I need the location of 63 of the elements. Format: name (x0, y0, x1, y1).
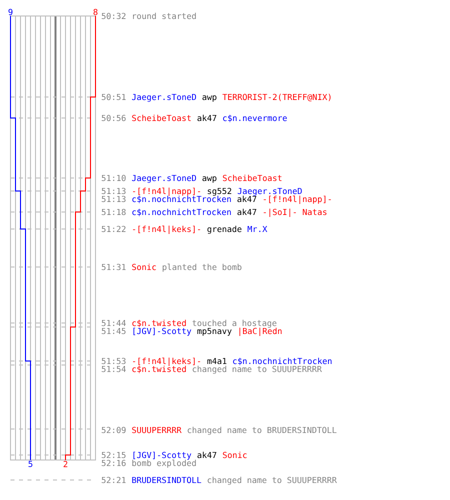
player-name: -[f!n4l|napp]- (133, 188, 200, 196)
player-name: c$n.twisted (132, 366, 186, 374)
player-name: [JGV]-Scotty (133, 328, 192, 336)
player-name: -[f!n4l|keks]- (133, 358, 200, 366)
player-name: |BaC|Redn (239, 328, 282, 336)
player-name: Sonic (132, 264, 156, 270)
player-name: TERRORIST-2(TREFF@NIX) (222, 94, 331, 102)
player-name: Jaeger.sToneD (132, 174, 196, 183)
count-label: 5 (28, 460, 32, 468)
timestamp: 51:45 (102, 328, 126, 334)
event-text: changed name to SUUUPERRRR (208, 476, 337, 485)
timestamp: 51:18 (102, 208, 126, 216)
player-name: Sonic (222, 452, 247, 458)
weapon-name: ak47 (237, 196, 256, 202)
event-text: changed name to SUUUPERRRR (192, 366, 322, 374)
player-name: [JGV]-Scotty (133, 452, 192, 460)
weapon-name: m4a1 (207, 358, 226, 364)
count-label: 8 (94, 8, 98, 16)
timestamp: 51:44 (102, 320, 126, 326)
player-name: c$n.nochnichtTrocken (132, 208, 231, 216)
timestamp: 50:51 (102, 94, 126, 100)
player-name: ScheibeToast (132, 114, 191, 122)
count-label: 2 (64, 460, 68, 468)
weapon-name: awp (202, 176, 216, 183)
timestamp: 51:13 (102, 188, 126, 194)
weapon-name: ak47 (237, 208, 256, 216)
player-name: -[f!n4l|napp]- (264, 196, 331, 204)
event-text: planted the bomb (162, 264, 242, 272)
weapon-name: mp5navy (197, 328, 232, 336)
timestamp: 52:16 (102, 460, 126, 466)
player-name: -|SoI|- Natas (264, 208, 326, 217)
player-name: c$n.nevermore (223, 114, 287, 122)
timestamp: 52:09 (102, 426, 126, 434)
timestamp: 52:21 (102, 476, 126, 484)
timestamp: 51:54 (102, 366, 126, 372)
weapon-name: sg552 (208, 188, 232, 196)
timestamp: 50:56 (102, 114, 126, 122)
player-name: Mr.X (248, 226, 268, 232)
player-name: c$n.nochnichtTrocken (233, 358, 332, 366)
player-name: c$n.twisted (132, 320, 186, 328)
weapon-name: ak47 (197, 114, 216, 122)
event-text: touched a hostage (192, 320, 276, 328)
weapon-name: ak47 (197, 452, 216, 458)
player-name: Jaeger.sToneD (238, 188, 302, 196)
player-name: BRUDERSINDTOLL (132, 476, 202, 484)
player-name: Jaeger.sToneD (132, 94, 196, 102)
player-name: c$n.nochnichtTrocken (132, 196, 231, 204)
player-name: ScheibeToast (222, 174, 282, 182)
timestamp: 51:53 (102, 358, 126, 364)
timestamp: 51:13 (102, 196, 126, 202)
event-text: round started (133, 12, 196, 20)
timestamp: 51:31 (102, 264, 126, 270)
timestamp: 50:32 (102, 12, 126, 20)
count-label: 9 (8, 8, 12, 16)
weapon-name: grenade (207, 226, 242, 234)
event-text: changed name to BRUDERSINDTOLL (188, 426, 336, 435)
timestamp: 52:15 (102, 452, 126, 458)
player-name: -[f!n4l|keks]- (133, 226, 200, 234)
timestamp: 51:22 (102, 226, 126, 232)
weapon-name: awp (202, 95, 216, 102)
player-name: SUUUPERRRR (132, 426, 182, 434)
event-text: bomb exploded (132, 460, 196, 468)
timestamp: 51:10 (102, 174, 126, 182)
